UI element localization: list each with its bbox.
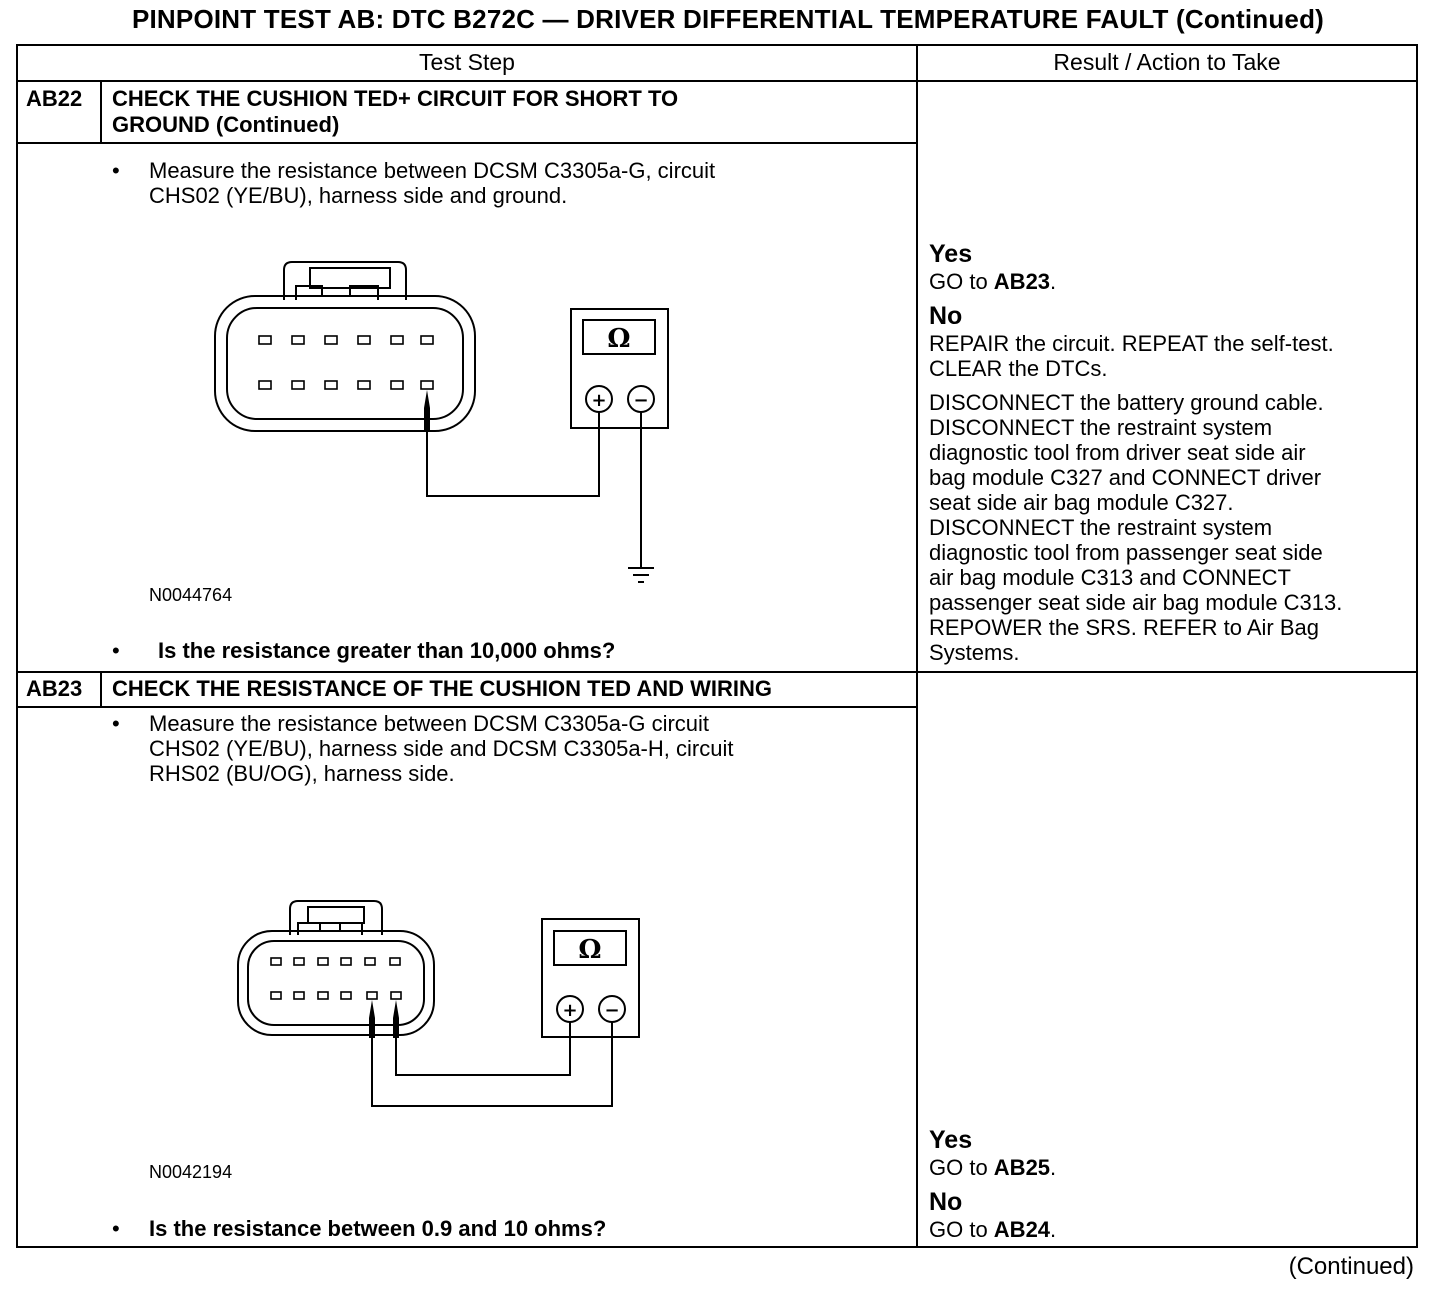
plus-sign: +	[591, 390, 606, 411]
instruction-line: Measure the resistance between DCSM C330…	[149, 711, 710, 736]
connector-diagram-ab23: Ω + −	[237, 900, 640, 1107]
page-title: PINPOINT TEST AB: DTC B272C — DRIVER DIF…	[131, 4, 1325, 34]
ohm-symbol: Ω	[607, 324, 630, 354]
connector-diagram-ab22: Ω + −	[214, 261, 669, 583]
measure-instruction-ab23: Measure the resistance between DCSM C330…	[149, 711, 733, 786]
instruction-line: RHS02 (BU/OG), harness side.	[149, 761, 455, 786]
target-step: AB24	[993, 1217, 1051, 1242]
test-table	[16, 44, 1418, 1248]
period: .	[1050, 1217, 1057, 1242]
period: .	[1050, 1155, 1057, 1180]
no-action: REPAIR the circuit. REPEAT the self-test…	[929, 331, 1414, 381]
action-line: diagnostic tool from passenger seat side	[929, 540, 1323, 565]
connector-body	[214, 295, 476, 432]
probe-tip	[369, 1000, 375, 1038]
figure-id-ab22: N0044764	[149, 585, 233, 605]
result-ab23: Yes GO to AB25. No GO to AB24.	[929, 1126, 1414, 1242]
disconnect-instructions: DISCONNECT the battery ground cable. DIS…	[929, 390, 1414, 665]
ohmmeter	[570, 308, 669, 429]
ohm-symbol: Ω	[578, 935, 601, 965]
instruction-line: Measure the resistance between DCSM C330…	[149, 158, 716, 183]
go-to-text: GO to	[929, 1217, 994, 1242]
period: .	[1050, 269, 1057, 294]
header-rule	[18, 80, 1418, 82]
ohmmeter-display	[553, 930, 627, 966]
yes-label: Yes	[929, 240, 973, 268]
connector-lock	[289, 900, 383, 935]
target-step: AB23	[993, 269, 1051, 294]
plus-sign: +	[562, 1000, 577, 1021]
ab23-title-rule	[18, 706, 918, 708]
question-ab22: Is the resistance greater than 10,000 oh…	[158, 638, 616, 663]
action-line: seat side air bag module C327.	[929, 490, 1234, 515]
column-divider	[916, 46, 918, 1246]
connector-body	[237, 930, 435, 1036]
action-line: DISCONNECT the restraint system	[929, 415, 1273, 440]
action-line: REPAIR the circuit. REPEAT the self-test…	[929, 331, 1334, 356]
ohmmeter	[541, 918, 640, 1038]
action-line: bag module C327 and CONNECT driver	[929, 465, 1322, 490]
probe-tip	[393, 1000, 399, 1038]
bullet: •	[112, 158, 120, 183]
measure-instruction-ab22: Measure the resistance between DCSM C330…	[149, 158, 715, 208]
action-line: DISCONNECT the restraint system	[929, 515, 1273, 540]
header-test-step: Test Step	[419, 49, 515, 75]
question-ab23: Is the resistance between 0.9 and 10 ohm…	[149, 1216, 607, 1241]
connector-inner	[226, 307, 464, 420]
header-result: Result / Action to Take	[1053, 49, 1281, 75]
no-action: GO to AB24.	[929, 1217, 1414, 1242]
go-to-text: GO to	[929, 1155, 994, 1180]
ab22-title-rule	[18, 142, 918, 144]
connector-latch	[307, 906, 365, 924]
yes-action: GO to AB23.	[929, 269, 1414, 294]
bullet: •	[112, 1216, 120, 1241]
connector-inner	[247, 940, 425, 1026]
id-divider-ab23	[100, 673, 102, 708]
ohmmeter-display	[582, 319, 656, 355]
test-lead-positive	[395, 1022, 571, 1076]
yes-action: GO to AB25.	[929, 1155, 1414, 1180]
probe-tip	[424, 390, 430, 430]
step-id-ab23: AB23	[26, 676, 83, 701]
instruction-line: CHS02 (YE/BU), harness side and ground.	[149, 183, 568, 208]
id-divider-ab22	[100, 82, 102, 144]
step-title-line: CHECK THE CUSHION TED+ CIRCUIT FOR SHORT…	[112, 86, 679, 111]
target-step: AB25	[993, 1155, 1051, 1180]
result-ab22: Yes GO to AB23. No REPAIR the circuit. R…	[929, 240, 1414, 665]
go-to-text: GO to	[929, 269, 994, 294]
no-label: No	[929, 302, 963, 330]
action-line: Systems.	[929, 640, 1020, 665]
ab23-row-rule	[18, 671, 1418, 673]
step-id-ab22: AB22	[26, 86, 83, 111]
figure-id-ab23: N0042194	[149, 1162, 233, 1182]
action-line: passenger seat side air bag module C313.	[929, 590, 1343, 615]
action-line: air bag module C313 and CONNECT	[929, 565, 1291, 590]
no-label: No	[929, 1188, 963, 1216]
action-line: diagnostic tool from driver seat side ai…	[929, 440, 1306, 465]
step-title-ab22: CHECK THE CUSHION TED+ CIRCUIT FOR SHORT…	[112, 86, 678, 138]
step-title-line: GROUND (Continued)	[112, 112, 340, 137]
action-line: REPOWER the SRS. REFER to Air Bag	[929, 615, 1320, 640]
step-title-ab23: CHECK THE RESISTANCE OF THE CUSHION TED …	[112, 676, 773, 701]
action-line: CLEAR the DTCs.	[929, 356, 1108, 381]
bullet: •	[112, 711, 120, 736]
test-lead-positive	[426, 412, 600, 497]
test-lead-negative	[371, 1022, 613, 1107]
continued-note: (Continued)	[1288, 1253, 1414, 1280]
bullet: •	[112, 638, 120, 663]
yes-label: Yes	[929, 1126, 973, 1154]
connector-lock	[283, 261, 407, 300]
minus-sign: −	[633, 390, 648, 411]
action-line: DISCONNECT the battery ground cable.	[929, 390, 1324, 415]
instruction-line: CHS02 (YE/BU), harness side and DCSM C33…	[149, 736, 734, 761]
minus-sign: −	[604, 1000, 619, 1021]
